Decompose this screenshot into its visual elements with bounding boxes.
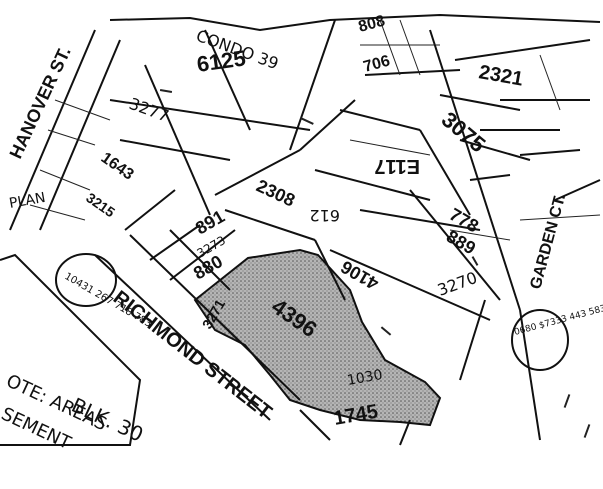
circle-annotation-right	[511, 309, 569, 371]
parcel-3270: 3270	[435, 268, 480, 300]
parcel-3277: 3277	[127, 94, 172, 126]
parcel-808: 808	[357, 13, 387, 36]
street-garden: GARDEN CT.	[527, 192, 569, 291]
parcel-e117: E117	[374, 155, 420, 177]
parcel-1643: 1643	[98, 149, 137, 183]
parcel-2308: 2308	[253, 175, 298, 210]
left-lot	[0, 253, 142, 446]
circle-text-right: 0680 $7333 443 583	[513, 304, 603, 338]
shaded-parcel	[193, 248, 442, 427]
plan-label: PLAN	[8, 190, 47, 212]
parcel-lines	[9, 13, 601, 446]
parcel-1030: 1030	[346, 367, 384, 389]
parcel-612: 612	[309, 206, 340, 225]
circle-annotation-left	[55, 253, 117, 307]
dimension-marks	[159, 88, 591, 438]
parcel-3075: 3075	[437, 107, 491, 158]
parcel-891: 891	[192, 206, 228, 238]
parcel-3215: 3215	[83, 189, 118, 220]
parcel-6125: 6125	[195, 45, 247, 77]
lot-lines	[29, 19, 601, 241]
parcel-2321: 2321	[477, 61, 525, 90]
parcel-706: 706	[362, 53, 392, 76]
